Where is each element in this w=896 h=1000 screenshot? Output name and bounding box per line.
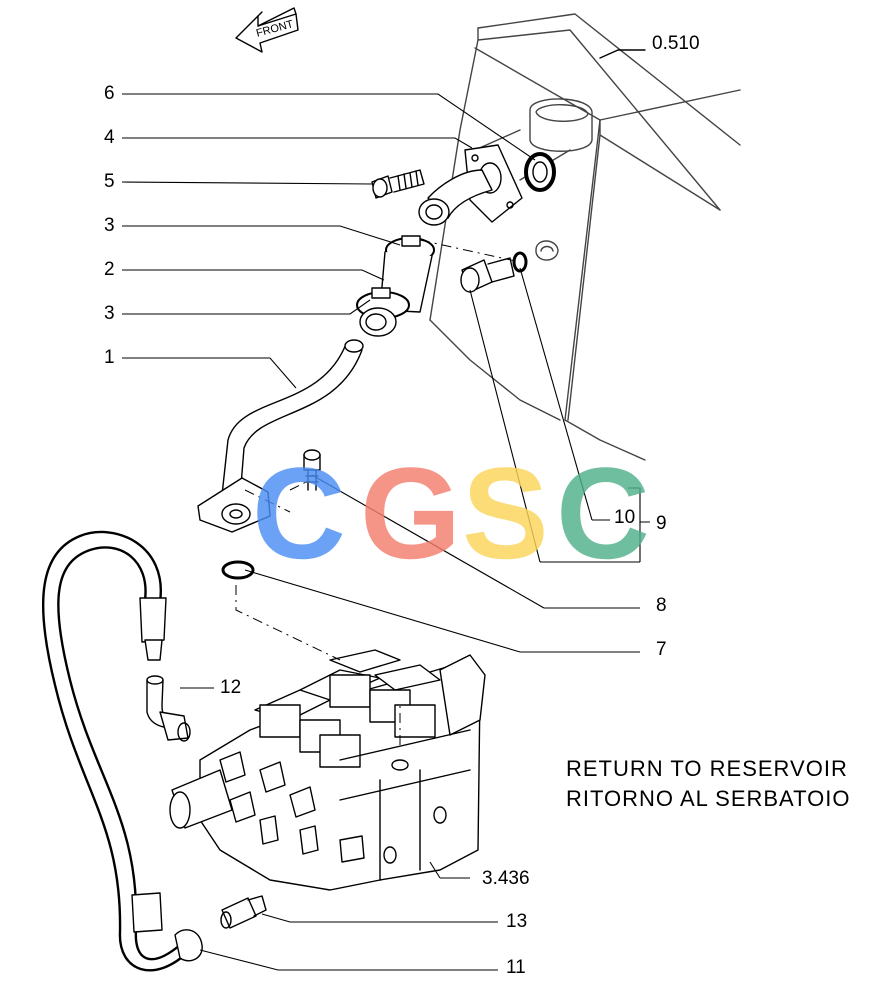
elbow-flange-4 [418,144,523,226]
pipe-1 [197,339,364,533]
callout-4: 4 [104,127,115,148]
o-ring-7 [221,560,255,580]
o-ring-6 [524,152,556,192]
watermark-letter-2: G [360,440,462,586]
watermark-letter-4: C [556,440,650,586]
fitting-with-seal [460,251,528,293]
screw-8 [303,449,321,491]
callout-ref-valve: 3.436 [482,868,530,889]
callout-11: 11 [506,957,526,978]
control-valve-block [169,649,486,891]
callout-3-lower: 3 [104,303,115,324]
long-hose-11 [41,530,203,972]
callout-13: 13 [506,911,528,932]
callout-6: 6 [104,83,115,104]
caption-english: RETURN TO RESERVOIR [566,756,848,781]
watermark-letter-3: S [462,440,549,586]
callout-3-upper: 3 [104,215,115,236]
callout-5: 5 [104,171,115,192]
callout-8: 8 [656,595,667,616]
callout-9: 9 [656,513,667,534]
callout-7: 7 [656,639,667,660]
callout-12: 12 [220,677,242,698]
callout-ref-frame: 0.510 [652,33,700,54]
elbow-fitting-12 [146,675,191,742]
front-arrow-icon [235,7,299,53]
tank-frame [429,13,741,461]
watermark-letter-1: C [252,440,346,586]
callout-2: 2 [104,259,115,280]
callout-10: 10 [614,507,636,528]
caption-italian: RITORNO AL SERBATOIO [566,786,851,811]
hose-clamp-3-lower [356,287,410,337]
fitting-13 [220,895,267,929]
screw-5 [371,169,425,199]
callout-1: 1 [104,347,115,368]
